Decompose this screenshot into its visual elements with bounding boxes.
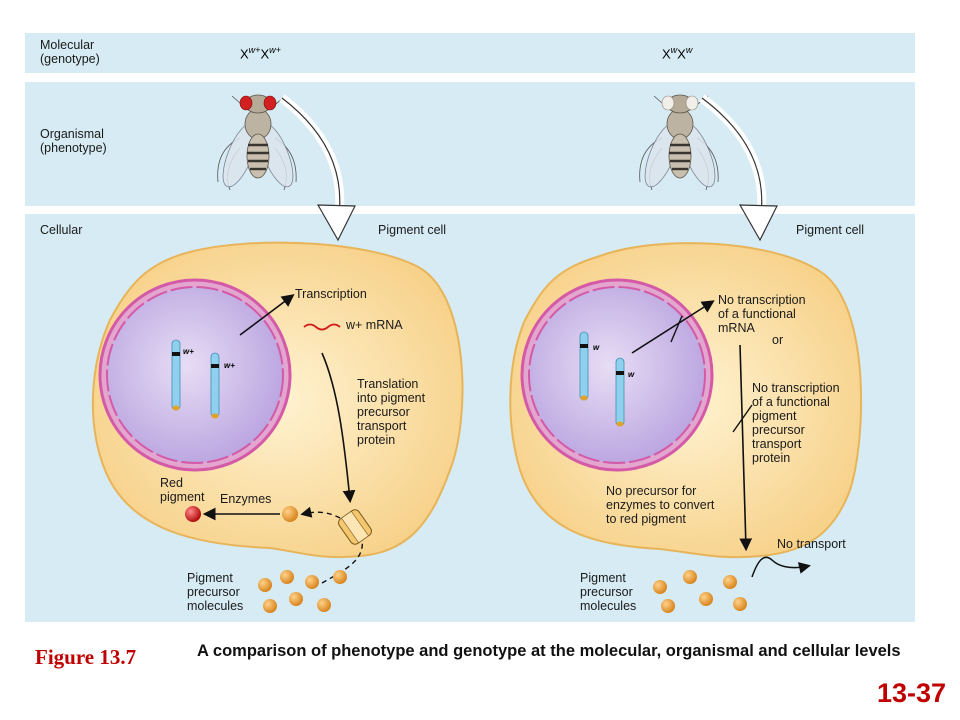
transcription-arrow (239, 294, 295, 336)
import-path-dashed (321, 539, 363, 584)
molecular-label: Molecular (genotype) (40, 38, 100, 66)
no-precursor-label: No precursor for enzymes to convert to r… (606, 484, 715, 526)
gene-label-mutant-2: w (628, 370, 635, 379)
blocked-translation-arrow (739, 344, 753, 552)
mutant-fly-icon (639, 94, 719, 191)
chromosome-wildtype-1 (171, 339, 181, 411)
zoom-arrow-left (279, 94, 356, 242)
left-cell-title: Pigment cell (378, 223, 447, 237)
translation-arrow (321, 352, 356, 504)
blocked-transcription-bar (670, 315, 683, 343)
precursor-label-left: Pigment precursor molecules (187, 571, 244, 613)
slide-number: 13-37 (876, 678, 946, 708)
chromosome-mutant-2 (615, 357, 625, 427)
red-pigment-ball (185, 506, 201, 522)
wildtype-pigment-cell (91, 241, 464, 559)
precursor-molecules-right (653, 570, 747, 613)
transport-protein (338, 509, 372, 545)
genotype-wildtype: Xw+Xw+ (240, 45, 281, 62)
molecular-band (25, 33, 915, 73)
gene-label-mutant-1: w (593, 343, 600, 352)
no-transport-arrow (751, 556, 811, 578)
organismal-label: Organismal (phenotype) (40, 127, 107, 155)
gene-label-wildtype-2: w+ (224, 361, 235, 370)
no-transcription-protein-label: No transcription of a functional pigment… (752, 381, 840, 465)
or-label: or (772, 333, 784, 347)
cellular-label: Cellular (40, 223, 83, 237)
gene-label-wildtype-1: w+ (183, 347, 194, 356)
no-transport-label: No transport (777, 537, 846, 551)
right-cell-title: Pigment cell (796, 223, 865, 237)
precursor-molecules-left (258, 570, 347, 613)
enzymes-label: Enzymes (220, 492, 272, 506)
figure-caption: A comparison of phenotype and genotype a… (197, 642, 901, 660)
no-transcription-mrna-label: No transcription of a functional mRNA (718, 293, 806, 335)
import-path-inside (300, 506, 341, 519)
organismal-band (25, 82, 915, 206)
blocked-transcription-arrow (631, 300, 715, 354)
wildtype-fly-icon (217, 94, 297, 191)
mrna-label: w+ mRNA (346, 318, 403, 332)
chromosome-mutant-1 (579, 331, 589, 401)
zoom-arrow-right (699, 94, 778, 242)
figure-label: Figure 13.7 (35, 645, 137, 669)
transcription-label: Transcription (295, 287, 367, 301)
red-pigment-label: Red pigment (160, 476, 205, 504)
mrna-strand (303, 323, 341, 331)
blocked-translation-bar (732, 404, 753, 433)
chromosome-wildtype-2 (210, 352, 220, 419)
precursor-label-right: Pigment precursor molecules (580, 571, 637, 613)
translation-label: Translation into pigment precursor trans… (357, 377, 426, 447)
precursor-inside (282, 506, 298, 522)
genotype-mutant: XwXw (662, 45, 693, 62)
